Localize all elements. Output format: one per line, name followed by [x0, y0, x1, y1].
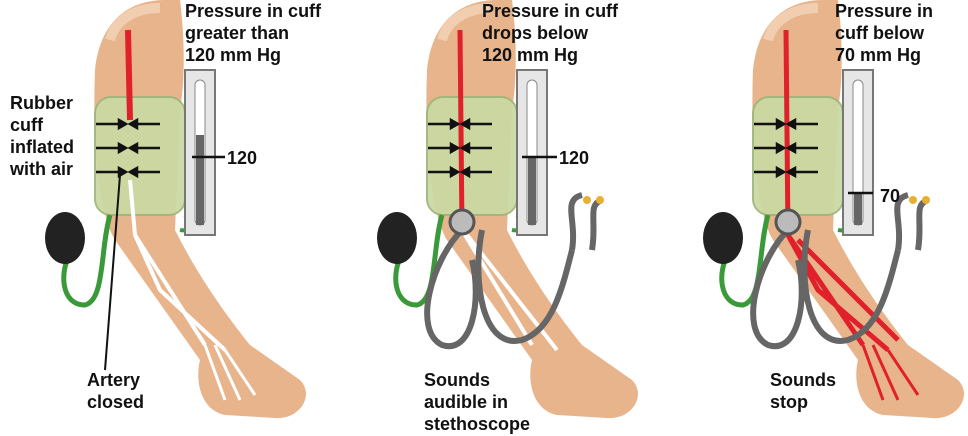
mercury-column	[528, 157, 536, 225]
panel-1-bottom-label: Artery closed	[87, 370, 145, 412]
mercury-column	[196, 135, 204, 225]
panel-2-gauge-value: 120	[559, 148, 590, 168]
panel-1-heading: Pressure in cuff greater than 120 mm Hg	[185, 1, 322, 65]
panel-3-heading: Pressure in cuff below 70 mm Hg	[835, 1, 934, 65]
panel-2-art	[377, 0, 638, 418]
panel-2-heading: Pressure in cuff drops below 120 mm Hg	[482, 1, 619, 65]
panel-2-bottom-label: Sounds audible in stethoscope	[424, 370, 531, 434]
mercury-column	[854, 193, 862, 225]
panel-3-gauge-value: 70	[880, 186, 901, 206]
panel-1-gauge-value: 120	[227, 148, 258, 168]
panel-1-side-label: Rubber cuff inflated with air	[10, 93, 75, 179]
panel-1-art	[45, 0, 306, 418]
panel-3-art	[703, 0, 964, 418]
panel-3-bottom-label: Sounds stop	[770, 370, 836, 412]
